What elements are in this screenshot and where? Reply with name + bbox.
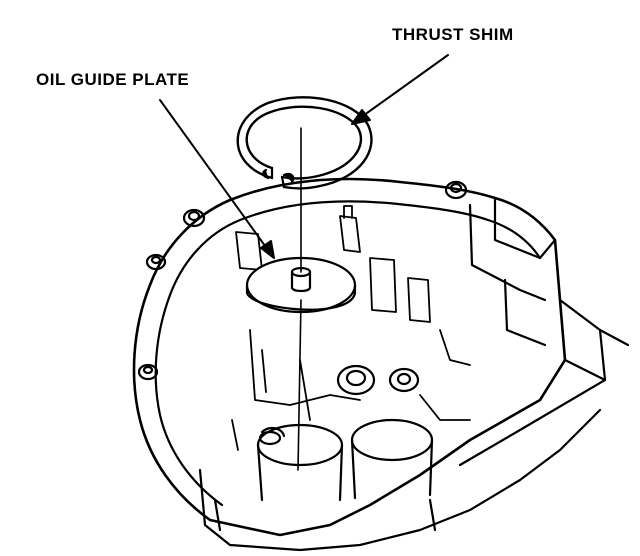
- thrust-shim: [236, 96, 373, 190]
- thrust-shim-leader: [351, 54, 449, 125]
- thrust-shim-label: THRUST SHIM: [392, 25, 514, 44]
- housing-outer-flange: [132, 177, 630, 552]
- internal-ribs: [231, 205, 471, 451]
- bolt-bosses: [137, 180, 468, 396]
- oil-guide-plate-leader: [159, 99, 275, 259]
- bearing-bores: [256, 418, 434, 502]
- alignment-centerline: [297, 127, 302, 471]
- oil-guide-plate-label: OIL GUIDE PLATE: [36, 70, 190, 89]
